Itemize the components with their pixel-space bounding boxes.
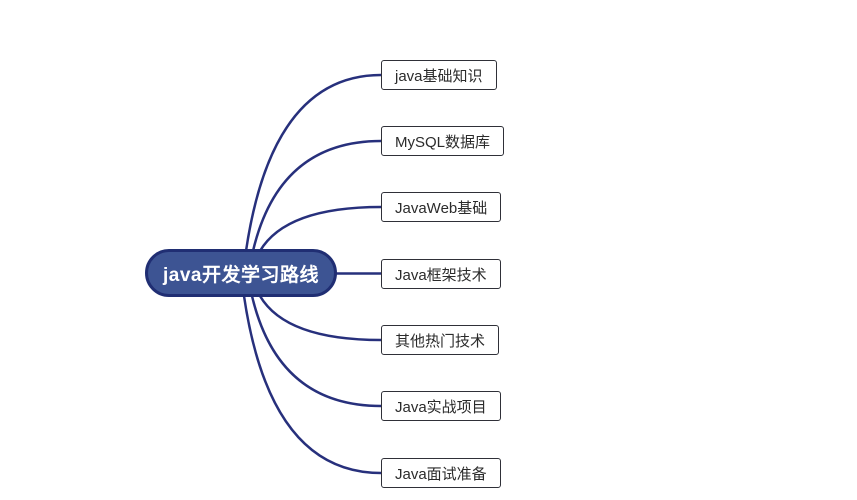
- branch-node-label: Java实战项目: [395, 398, 487, 416]
- branch-node[interactable]: 其他热门技术: [381, 325, 500, 355]
- connector-line: [244, 73, 383, 253]
- branch-node[interactable]: Java实战项目: [381, 391, 501, 421]
- connector-line: [250, 294, 383, 408]
- branch-node[interactable]: JavaWeb基础: [381, 192, 502, 222]
- branch-node-label: Java面试准备: [395, 465, 487, 483]
- branch-node[interactable]: Java框架技术: [381, 259, 501, 289]
- connector-line: [242, 294, 383, 475]
- branch-node-label: 其他热门技术: [395, 332, 486, 350]
- branch-node-label: MySQL数据库: [395, 133, 491, 151]
- connector-line: [258, 205, 383, 253]
- connector-line: [258, 294, 383, 342]
- branch-node[interactable]: java基础知识: [381, 60, 497, 90]
- branch-node[interactable]: Java面试准备: [381, 458, 501, 488]
- branch-node-label: JavaWeb基础: [395, 199, 488, 217]
- root-node-label: java开发学习路线: [163, 264, 319, 286]
- branch-node-label: Java框架技术: [395, 266, 487, 284]
- branch-node-label: java基础知识: [395, 67, 483, 85]
- connector-line: [251, 139, 383, 253]
- root-node[interactable]: java开发学习路线: [145, 249, 337, 297]
- branch-node[interactable]: MySQL数据库: [381, 126, 505, 156]
